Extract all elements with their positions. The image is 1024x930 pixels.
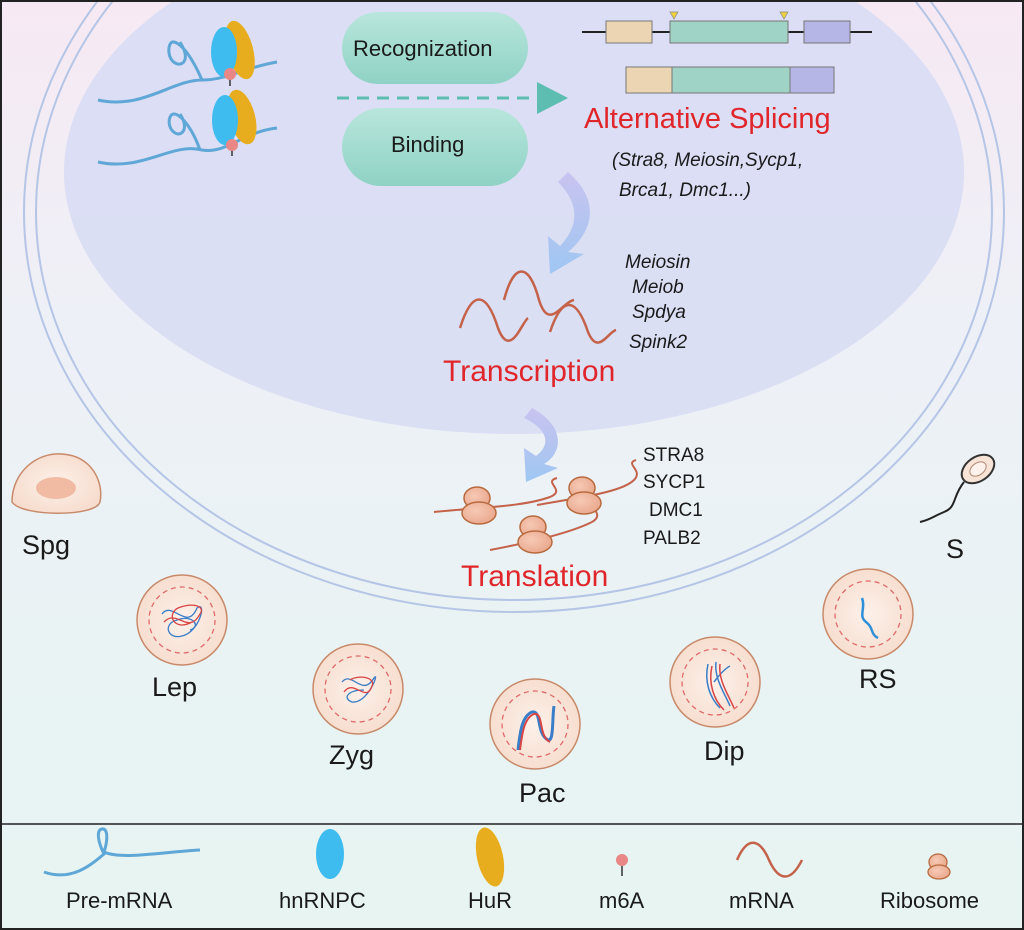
translation-protein-1: STRA8 [643, 445, 705, 466]
stage-label-rs: RS [859, 664, 897, 694]
dashed-arrow [337, 82, 568, 114]
stage-label-s: S [946, 534, 965, 564]
translation-protein-3: DMC1 [649, 500, 703, 521]
pachytene-cell [489, 678, 581, 770]
cell-membrane [23, 2, 1005, 613]
mrna-legend-icon [735, 841, 804, 878]
legend-label-hur: HuR [468, 888, 513, 913]
legend-label-ribosome: Ribosome [880, 888, 980, 913]
stage-label-zyg: Zyg [329, 740, 375, 770]
legend-label-hnrnpc: hnRNPC [279, 888, 366, 913]
zygotene-cell [312, 643, 404, 735]
ribosomes [433, 459, 638, 554]
legend-label-pre-mrna: Pre-mRNA [66, 888, 173, 913]
pre-mrna-complex-top [97, 20, 278, 104]
diplotene-cell [669, 636, 761, 728]
m6a-legend-icon [616, 854, 628, 876]
splicing-genes-line2: Brca1, Dmc1...) [619, 180, 751, 201]
splicing-genes-line1: (Stra8, Meiosin,Sycp1, [612, 150, 804, 171]
mrna-waves [458, 270, 617, 344]
round-spermatid-cell [822, 568, 914, 660]
transcription-gene-3: Spdya [632, 302, 686, 323]
splicing-gene-diagram [582, 11, 872, 94]
recognization-label: Recognization [353, 36, 493, 61]
hnrnpc-legend-icon [316, 829, 344, 879]
binding-pill [342, 108, 528, 186]
pre-mrna-legend-icon [43, 827, 201, 877]
transcription-label: Transcription [443, 355, 616, 388]
transcription-gene-1: Meiosin [625, 252, 691, 273]
transcription-gene-2: Meiob [632, 277, 684, 298]
sperm-cell [919, 453, 996, 523]
pre-mrna-complex-bottom [97, 89, 278, 166]
stage-label-dip: Dip [704, 736, 745, 766]
stage-label-pac: Pac [519, 778, 566, 808]
hur-legend-icon [475, 827, 505, 887]
stage-label-lep: Lep [152, 672, 198, 702]
recognization-pill [342, 12, 528, 84]
curved-arrow-to-translation [524, 408, 558, 482]
transcription-gene-4: Spink2 [629, 332, 688, 353]
spermatogonia-cell [11, 453, 102, 514]
legend-label-m6a: m6A [599, 888, 645, 913]
curved-arrow-to-transcription [548, 172, 590, 274]
translation-protein-2: SYCP1 [643, 472, 706, 493]
nucleus [64, 2, 964, 434]
legend-label-mrna: mRNA [729, 888, 794, 913]
translation-label: Translation [461, 560, 609, 593]
stage-label-spg: Spg [22, 530, 71, 560]
binding-label: Binding [391, 132, 465, 157]
alternative-splicing-label: Alternative Splicing [584, 103, 831, 135]
leptotene-cell [136, 574, 228, 666]
ribosome-legend-icon [927, 853, 951, 880]
translation-protein-4: PALB2 [643, 528, 701, 549]
